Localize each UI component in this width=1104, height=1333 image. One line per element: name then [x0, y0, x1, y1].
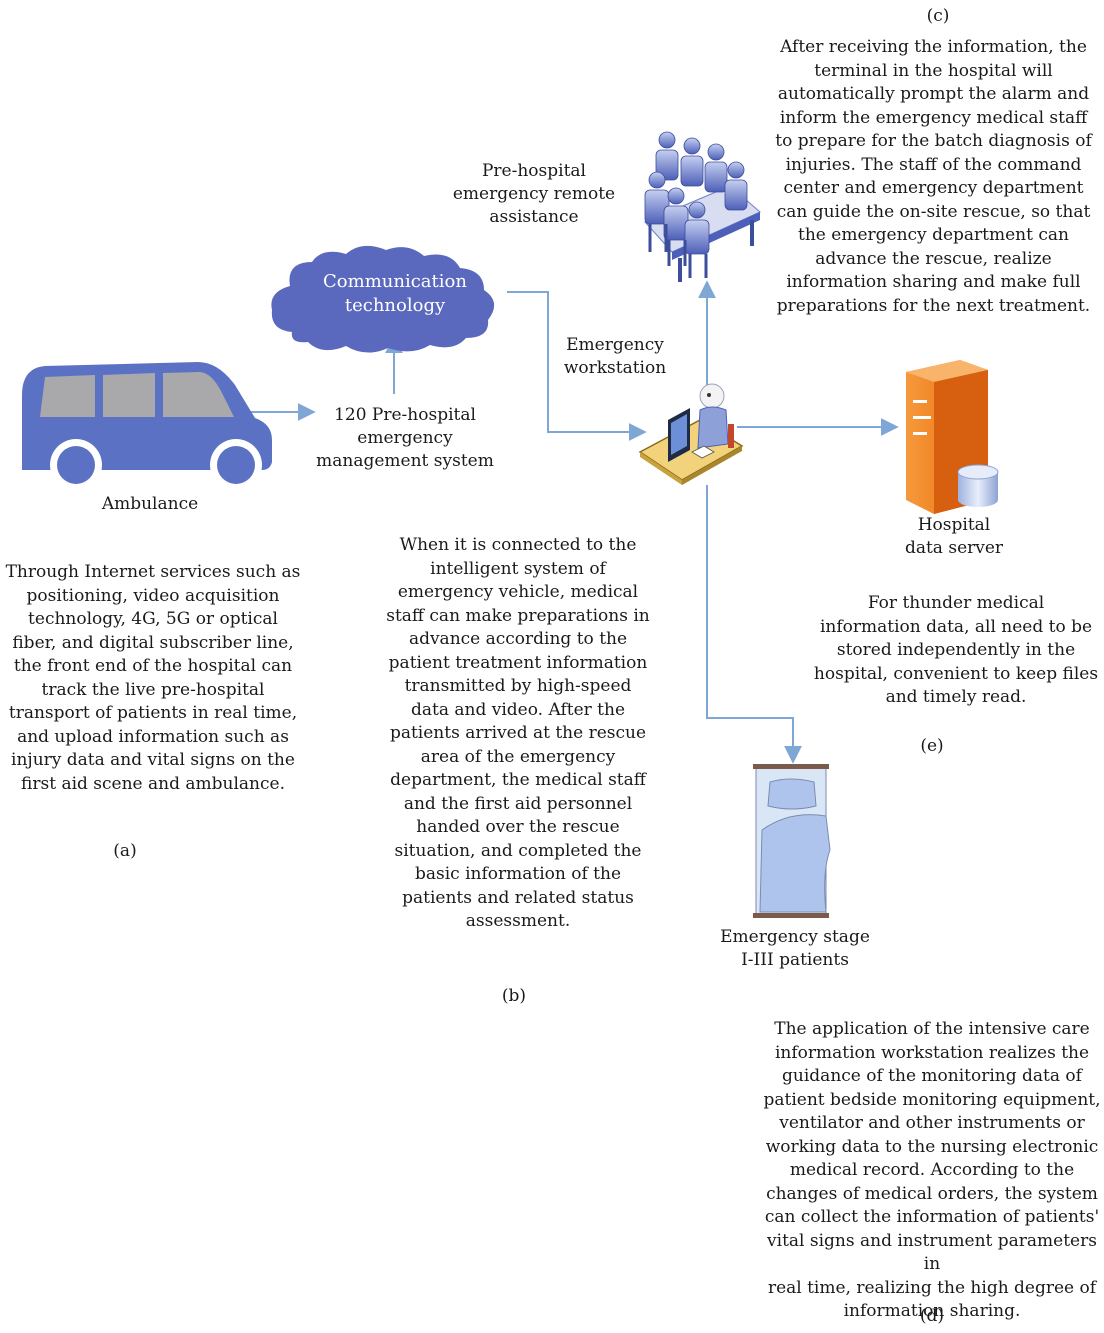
arrow-workstation-to-patients — [706, 485, 802, 764]
panel-c-text: After receiving the information, the ter… — [775, 37, 1092, 316]
panel-b-text: When it is connected to the intelligent … — [386, 535, 650, 931]
cloud-label: Communication technology — [323, 271, 467, 316]
ambulance-label: Ambulance — [101, 494, 199, 514]
panel-a-tag: (a) — [113, 841, 137, 861]
meeting-group-icon — [644, 131, 761, 282]
patients-label: Emergency stage I-III patients — [720, 927, 870, 970]
hospital-bed-icon — [753, 764, 831, 918]
server-database-icon — [906, 360, 999, 514]
operator-workstation-icon — [638, 383, 744, 485]
panel-d-tag: (d) — [919, 1306, 945, 1326]
arrow-cloud-to-workstation — [507, 291, 647, 441]
remote-assistance-label: Pre-hospital emergency remote assistance — [452, 161, 616, 227]
data-server-label: Hospital data server — [904, 515, 1004, 558]
workstation-label: Emergency workstation — [563, 335, 667, 378]
panel-b-tag: (b) — [501, 986, 527, 1006]
panel-a-text: Through Internet services such as positi… — [5, 562, 301, 794]
panel-e-tag: (e) — [920, 736, 944, 756]
management-system-label: 120 Pre-hospital emergency management sy… — [316, 405, 494, 471]
cloud-icon — [271, 245, 495, 353]
panel-d-text: The application of the intensive care in… — [763, 1019, 1101, 1321]
ambulance-van-icon — [22, 362, 272, 491]
panel-c-tag: (c) — [926, 6, 950, 26]
panel-e-text: For thunder medical information data, al… — [813, 593, 1099, 707]
